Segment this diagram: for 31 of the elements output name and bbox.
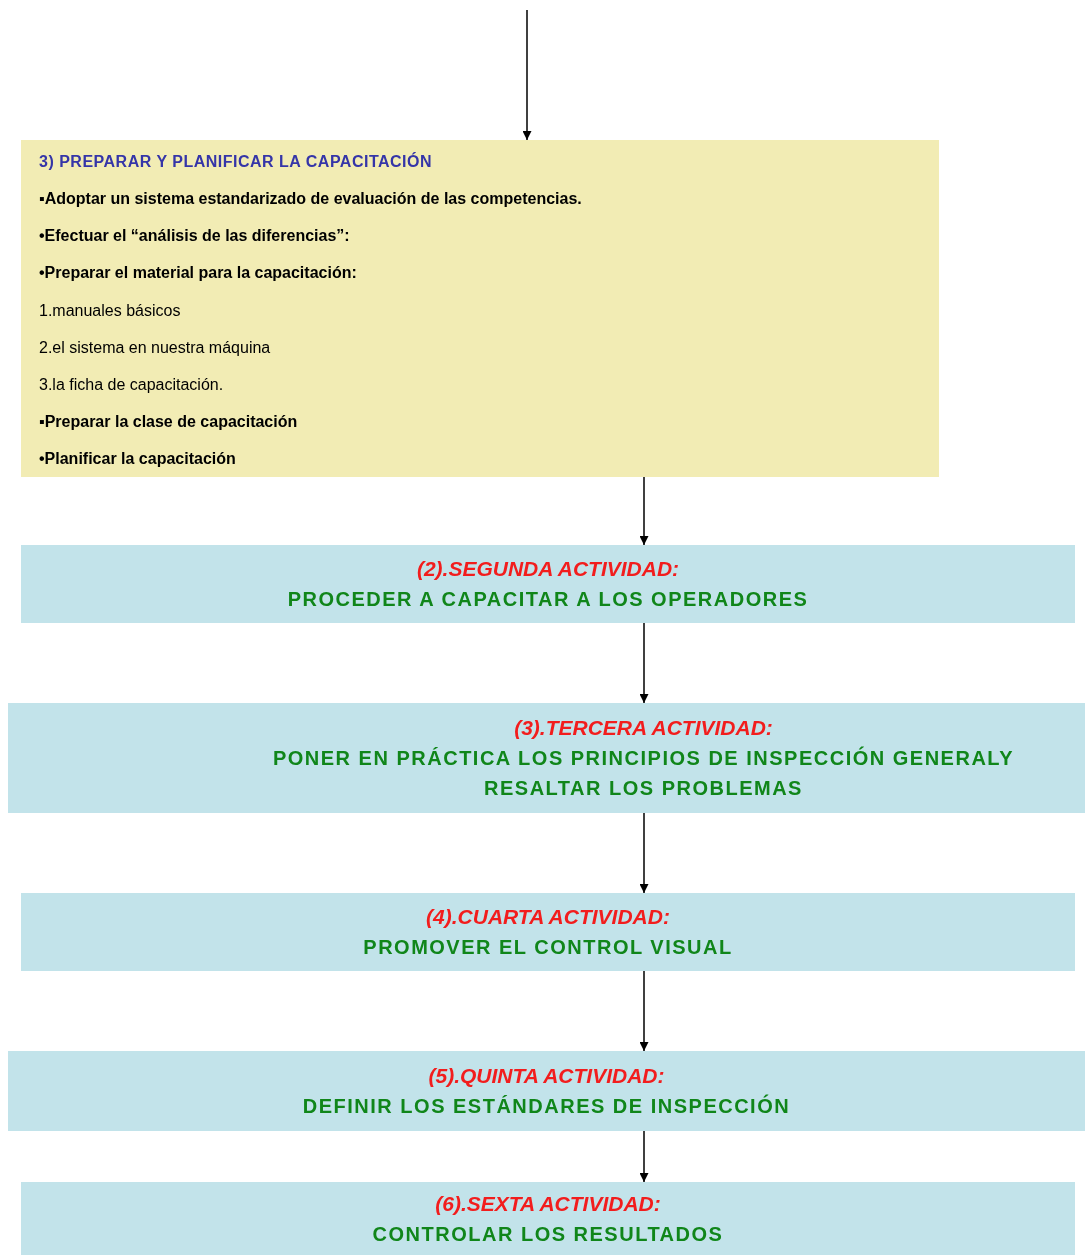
arrow bbox=[639, 476, 649, 546]
activity-title: (2).SEGUNDA ACTIVIDAD: bbox=[416, 556, 680, 582]
box-heading: 3) PREPARAR Y PLANIFICAR LA CAPACITACIÓN bbox=[39, 151, 434, 172]
list-item: ▪Adoptar un sistema estandarizado de evaluación de las competencias. bbox=[39, 189, 583, 210]
arrow bbox=[639, 622, 649, 704]
process-box bbox=[21, 140, 939, 477]
list-item: 1.manuales básicos bbox=[39, 300, 182, 321]
activity-box bbox=[8, 703, 1085, 813]
activity-title: (4).CUARTA ACTIVIDAD: bbox=[426, 904, 670, 930]
activity-description: CONTROLAR LOS RESULTADOS bbox=[372, 1221, 724, 1247]
arrow bbox=[522, 9, 532, 141]
activity-title: (6).SEXTA ACTIVIDAD: bbox=[435, 1190, 661, 1217]
list-item: •Planificar la capacitación bbox=[39, 449, 237, 469]
list-item: 3.la ficha de capacitación. bbox=[39, 374, 225, 395]
activity-box bbox=[21, 545, 1075, 623]
activity-title: (3).TERCERA ACTIVIDAD: bbox=[514, 715, 773, 741]
activity-box bbox=[21, 893, 1075, 971]
activity-description: PONER EN PRÁCTICA LOS PRINCIPIOS DE INSPECCIÓN GENERALY RESALTAR LOS PROBLEMAS bbox=[271, 745, 1016, 801]
list-item: ▪Preparar la clase de capacitación bbox=[39, 411, 299, 432]
activity-box bbox=[21, 1182, 1075, 1255]
activity-description: PROCEDER A CAPACITAR A LOS OPERADORES bbox=[287, 587, 809, 612]
list-item: •Preparar el material para la capacitación: bbox=[39, 263, 358, 284]
activity-box bbox=[8, 1051, 1085, 1131]
arrow bbox=[639, 1130, 649, 1183]
activity-description: PROMOVER EL CONTROL VISUAL bbox=[363, 935, 733, 960]
activity-description: DEFINIR LOS ESTÁNDARES DE INSPECCIÓN bbox=[302, 1093, 791, 1119]
arrow bbox=[639, 970, 649, 1052]
list-item: 2.el sistema en nuestra máquina bbox=[39, 337, 272, 358]
list-item: •Efectuar el “análisis de las diferencias”: bbox=[39, 226, 351, 247]
arrow bbox=[639, 812, 649, 894]
activity-title: (5).QUINTA ACTIVIDAD: bbox=[428, 1063, 665, 1089]
